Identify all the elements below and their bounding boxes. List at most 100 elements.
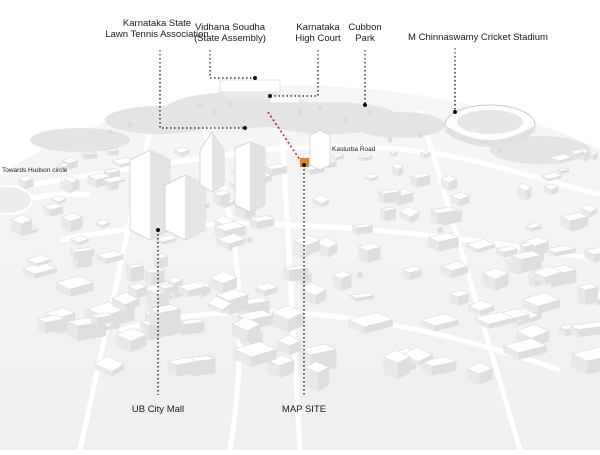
building-roof [94, 219, 111, 226]
building-roof [90, 312, 114, 319]
building-wall [585, 286, 598, 306]
building-wall [577, 286, 586, 306]
building-roof [466, 362, 494, 375]
building-roof [102, 168, 121, 174]
building-wall [575, 151, 585, 158]
building-roof [351, 223, 374, 229]
building-wall [264, 286, 278, 297]
building-wall [223, 277, 238, 294]
building-wall [36, 259, 52, 267]
building-roof [95, 250, 125, 260]
building-roof [402, 347, 434, 362]
building-wall [214, 226, 225, 240]
building-wall [544, 271, 562, 285]
building-roof [377, 188, 402, 194]
building-wall [213, 193, 221, 206]
building-roof [54, 275, 95, 290]
building-roof [26, 254, 53, 264]
building-wall [111, 298, 126, 313]
building-wall [477, 244, 496, 253]
building-wall [398, 192, 414, 206]
building-wall [590, 208, 597, 218]
building-roof [148, 304, 182, 314]
building-roof [545, 244, 577, 254]
building-wall [468, 305, 481, 317]
building-roof [248, 215, 276, 223]
building-roof [450, 191, 471, 200]
building-wall [247, 323, 261, 343]
building-wall [532, 271, 545, 285]
building-roof [440, 260, 469, 272]
building-wall [554, 248, 576, 257]
building-wall [399, 211, 411, 224]
building-roof [208, 271, 238, 284]
building-roof [347, 312, 394, 328]
label-stadium: M Chinnaswamy Cricket Stadium [408, 32, 548, 43]
building-wall [222, 303, 232, 314]
building-roof [231, 316, 261, 331]
building-wall [70, 239, 79, 246]
building-roof [276, 334, 302, 347]
building-wall [480, 305, 495, 317]
building-roof [583, 246, 600, 256]
building-wall [130, 334, 147, 353]
building-roof [68, 247, 96, 253]
building-roof [465, 239, 496, 250]
building-wall [271, 312, 288, 333]
building-roof [495, 245, 519, 253]
building-wall [398, 166, 404, 177]
building-wall [571, 353, 588, 375]
building-wall [305, 240, 320, 256]
building-roof [125, 263, 145, 269]
building-wall [11, 219, 22, 236]
building-roof [166, 357, 198, 366]
building-wall [225, 200, 236, 209]
building-roof [419, 151, 432, 155]
building-wall [111, 363, 125, 377]
building-wall [341, 274, 352, 292]
building-roof [440, 175, 458, 183]
building-roof [588, 151, 599, 156]
building-roof [420, 356, 458, 367]
building-wall [69, 249, 75, 259]
building-wall [546, 248, 555, 257]
building-wall [421, 361, 432, 376]
building-wall [383, 191, 401, 204]
building-wall [64, 179, 73, 192]
building-roof [420, 313, 460, 327]
building-roof [332, 270, 353, 279]
building-wall [36, 318, 46, 334]
building-roof [300, 282, 327, 297]
building-roof [216, 233, 247, 245]
building-blocks [10, 146, 600, 392]
building-wall [358, 246, 368, 264]
building-wall [451, 195, 460, 207]
building-roof [349, 292, 376, 299]
building-wall [397, 356, 410, 380]
building-wall [315, 289, 327, 306]
building-wall [503, 249, 518, 258]
building-wall [105, 254, 124, 264]
building-wall [518, 345, 547, 360]
building-wall [55, 282, 71, 298]
building-roof [569, 148, 585, 155]
building-wall [95, 222, 102, 229]
building-wall [228, 294, 249, 316]
building-roof [144, 267, 166, 274]
building-wall [557, 169, 561, 175]
building-wall [234, 349, 252, 367]
building-wall [558, 157, 572, 165]
building-wall [209, 277, 224, 294]
building-wall [96, 254, 106, 264]
building-roof [233, 341, 278, 358]
building-wall [58, 198, 67, 205]
building-wall [350, 295, 357, 302]
building-wall [149, 308, 160, 328]
building-roof [264, 163, 288, 170]
building-roof [173, 146, 191, 154]
building-wall [459, 195, 470, 207]
hudson-circle [0, 185, 33, 215]
building-wall [437, 210, 458, 225]
building-roof [388, 149, 399, 154]
building-roof [304, 361, 330, 374]
